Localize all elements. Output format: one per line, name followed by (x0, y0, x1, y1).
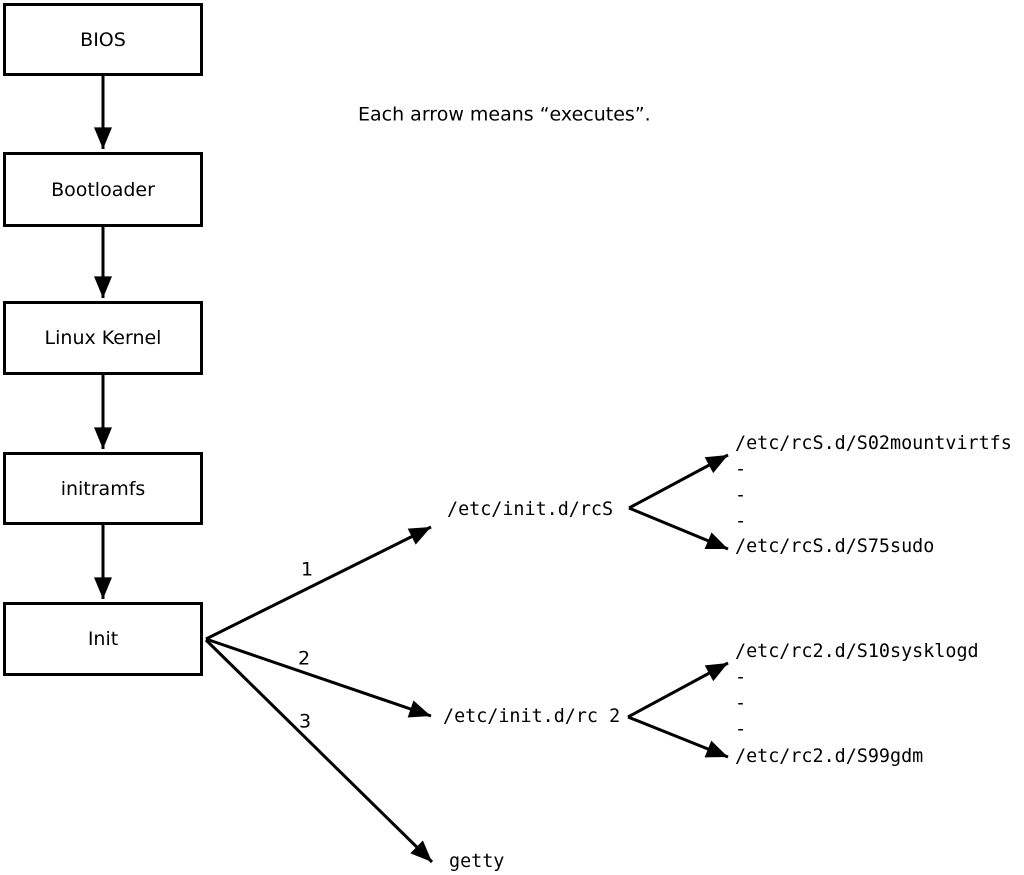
rcS-script-dash-3: - (735, 510, 747, 532)
target-getty: getty (449, 850, 505, 872)
arrow-rc2-to-S99gdm (627, 715, 729, 759)
box-initramfs: initramfs (3, 452, 203, 525)
box-bootloader: Bootloader (3, 152, 203, 227)
arrow-init-to-getty (204, 638, 434, 864)
box-linux-kernel: Linux Kernel (3, 301, 203, 375)
box-bootloader-label: Bootloader (51, 178, 155, 201)
rc2-script-dash-2: - (735, 692, 747, 714)
box-init-label: Init (87, 628, 119, 650)
arrow-rcS-to-S02mountvirtfs (628, 453, 729, 510)
arrow-init-to-rc2 (205, 637, 432, 718)
rc2-script-dash-3: - (735, 718, 747, 740)
box-linux-kernel-label: Linux Kernel (44, 327, 162, 349)
rcS-script-s75sudo: /etc/rcS.d/S75sudo (735, 535, 935, 557)
box-init: Init (3, 602, 203, 676)
arrow-rc2-to-S10sysklogd (627, 661, 729, 719)
target-rc2: /etc/init.d/rc 2 (443, 705, 621, 727)
arrow-rcS-to-S75sudo (628, 506, 729, 551)
rcS-script-s02mountvirtfs: /etc/rcS.d/S02mountvirtfs (735, 432, 1012, 454)
target-rcS: /etc/init.d/rcS (447, 498, 614, 520)
branch-1-number: 1 (301, 558, 314, 581)
rc2-script-s10sysklogd: /etc/rc2.d/S10sysklogd (735, 640, 979, 662)
rcS-script-dash-2: - (735, 484, 747, 506)
rcS-script-dash-1: - (735, 458, 747, 480)
arrow-init-to-rcS (205, 525, 432, 641)
box-bios-label: BIOS (80, 28, 126, 51)
branch-3-number: 3 (299, 710, 312, 733)
rc2-script-dash-1: - (735, 666, 747, 688)
box-bios: BIOS (3, 3, 203, 76)
box-initramfs-label: initramfs (60, 477, 146, 500)
rc2-script-s99gdm: /etc/rc2.d/S99gdm (735, 745, 924, 767)
branch-2-number: 2 (298, 647, 311, 670)
note-arrow-meaning: Each arrow means “executes”. (358, 103, 651, 126)
